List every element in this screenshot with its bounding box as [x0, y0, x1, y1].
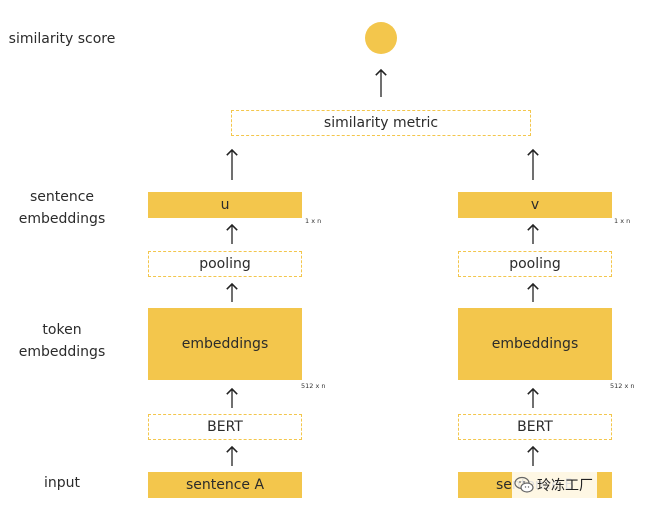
- left-pooling-box: pooling: [148, 251, 302, 277]
- sentence-embeddings-label-line1: sentence: [29, 189, 95, 205]
- right-vector-v-box: v: [458, 192, 612, 218]
- wechat-icon: [514, 476, 534, 493]
- left-embeddings-dim: 512 x n: [301, 382, 326, 390]
- left-input-sentence-a: sentence A: [148, 472, 302, 498]
- right-vector-dim: 1 x n: [614, 217, 631, 225]
- right-pooling-box: pooling: [458, 251, 612, 277]
- right-bert-box: BERT: [458, 414, 612, 440]
- similarity-metric-box: similarity metric: [231, 110, 531, 136]
- right-embeddings-box: embeddings: [458, 308, 612, 380]
- left-embeddings-box: embeddings: [148, 308, 302, 380]
- input-label: input: [43, 475, 80, 491]
- right-embeddings-dim: 512 x n: [610, 382, 635, 390]
- similarity-score-label: similarity score: [8, 31, 116, 47]
- watermark-text: 玲冻工厂: [537, 478, 593, 494]
- similarity-score-node: [365, 22, 397, 54]
- token-embeddings-label-line1: token: [42, 322, 82, 338]
- left-vector-u-box: u: [148, 192, 302, 218]
- watermark: 玲冻工厂: [512, 472, 597, 498]
- token-embeddings-label-line2: embeddings: [18, 344, 106, 360]
- left-vector-dim: 1 x n: [305, 217, 322, 225]
- sentence-embeddings-label-line2: embeddings: [18, 211, 106, 227]
- left-bert-box: BERT: [148, 414, 302, 440]
